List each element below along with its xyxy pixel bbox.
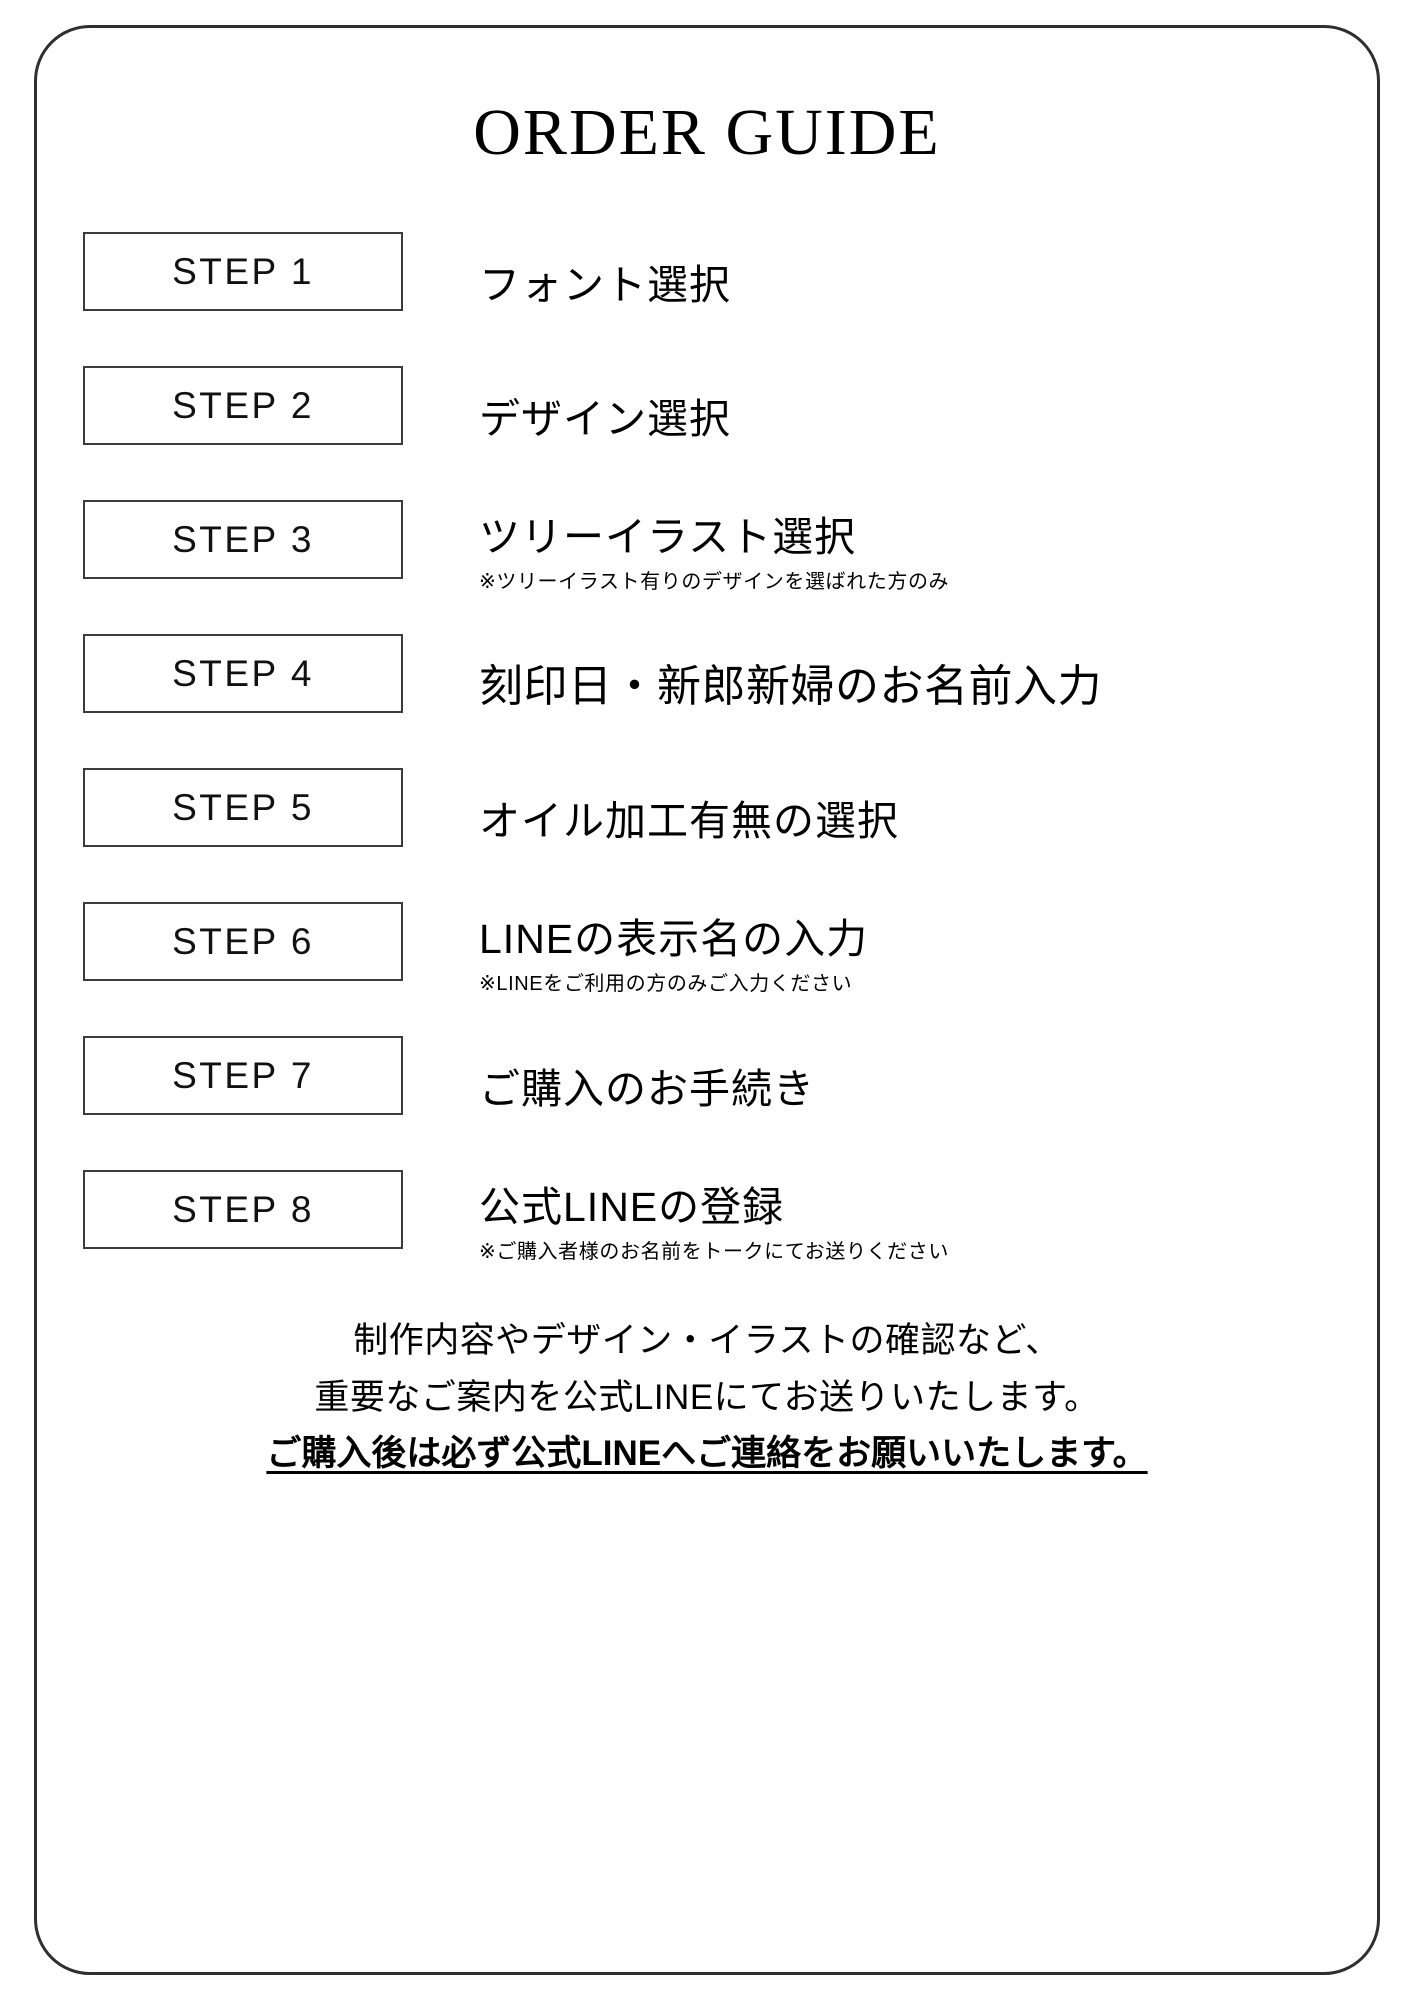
step-row: STEP 4 刻印日・新郎新婦のお名前入力: [83, 620, 1337, 754]
step-box-label: STEP 7: [172, 1055, 314, 1096]
steps-list: STEP 1 フォント選択 STEP 2 デザイン選択 STEP 3: [83, 218, 1337, 1290]
step-box-8: STEP 8: [83, 1170, 403, 1249]
step-description: デザイン選択: [479, 395, 731, 442]
order-guide-card: ORDER GUIDE STEP 1 フォント選択 STEP 2 デザイン選択: [34, 25, 1380, 1975]
step-row: STEP 1 フォント選択: [83, 218, 1337, 352]
step-text-2: デザイン選択: [479, 352, 1337, 486]
footer-notice: 制作内容やデザイン・イラストの確認など、 重要なご案内を公式LINEにてお送りい…: [37, 1313, 1377, 1483]
step-box-label: STEP 1: [172, 251, 314, 292]
step-text-5: オイル加工有無の選択: [479, 754, 1337, 888]
page-title: ORDER GUIDE: [473, 96, 941, 169]
step-note: ※ご購入者様のお名前をトークにてお送りください: [479, 1241, 949, 1264]
step-row: STEP 5 オイル加工有無の選択: [83, 754, 1337, 888]
step-box-label: STEP 4: [172, 653, 314, 694]
step-box-label: STEP 5: [172, 787, 314, 828]
step-description: 刻印日・新郎新婦のお名前入力: [479, 661, 1102, 711]
step-description: ツリーイラスト選択: [479, 513, 857, 560]
step-box-label: STEP 6: [172, 921, 314, 962]
step-box-4: STEP 4: [83, 634, 403, 713]
step-box-label: STEP 2: [172, 385, 314, 426]
step-text-8: 公式LINEの登録 ※ご購入者様のお名前をトークにてお送りください: [479, 1156, 1337, 1290]
step-row: STEP 7 ご購入のお手続き: [83, 1022, 1337, 1156]
step-box-2: STEP 2: [83, 366, 403, 445]
step-description: LINEの表示名の入力: [479, 915, 869, 962]
step-box-6: STEP 6: [83, 902, 403, 981]
step-row: STEP 2 デザイン選択: [83, 352, 1337, 486]
step-text-3: ツリーイラスト選択 ※ツリーイラスト有りのデザインを選ばれた方のみ: [479, 486, 1337, 620]
step-text-4: 刻印日・新郎新婦のお名前入力: [479, 620, 1337, 754]
step-box-label: STEP 8: [172, 1189, 314, 1230]
card-content: ORDER GUIDE STEP 1 フォント選択 STEP 2 デザイン選択: [37, 28, 1377, 1972]
step-text-1: フォント選択: [479, 218, 1337, 352]
footer-line-2: 重要なご案内を公式LINEにてお送りいたします。: [314, 1377, 1100, 1417]
step-note: ※ツリーイラスト有りのデザインを選ばれた方のみ: [479, 571, 950, 594]
step-box-3: STEP 3: [83, 500, 403, 579]
footer-line-1: 制作内容やデザイン・イラストの確認など、: [353, 1321, 1061, 1360]
step-description: 公式LINEの登録: [479, 1183, 785, 1230]
step-text-7: ご購入のお手続き: [479, 1022, 1337, 1156]
step-row: STEP 6 LINEの表示名の入力 ※LINEをご利用の方のみご入力ください: [83, 888, 1337, 1022]
step-box-7: STEP 7: [83, 1036, 403, 1115]
step-description: ご購入のお手続き: [479, 1065, 815, 1112]
step-row: STEP 8 公式LINEの登録 ※ご購入者様のお名前をトークにてお送りください: [83, 1156, 1337, 1290]
step-description: オイル加工有無の選択: [479, 797, 899, 844]
step-text-6: LINEの表示名の入力 ※LINEをご利用の方のみご入力ください: [479, 888, 1337, 1022]
step-description: フォント選択: [479, 261, 731, 308]
step-row: STEP 3 ツリーイラスト選択 ※ツリーイラスト有りのデザインを選ばれた方のみ: [83, 486, 1337, 620]
step-box-1: STEP 1: [83, 232, 403, 311]
step-note: ※LINEをご利用の方のみご入力ください: [479, 973, 853, 996]
step-box-label: STEP 3: [172, 519, 314, 560]
step-box-5: STEP 5: [83, 768, 403, 847]
footer-line-3-emphasis: ご購入後は必ず公式LINEへご連絡をお願いいたします。: [266, 1434, 1148, 1474]
